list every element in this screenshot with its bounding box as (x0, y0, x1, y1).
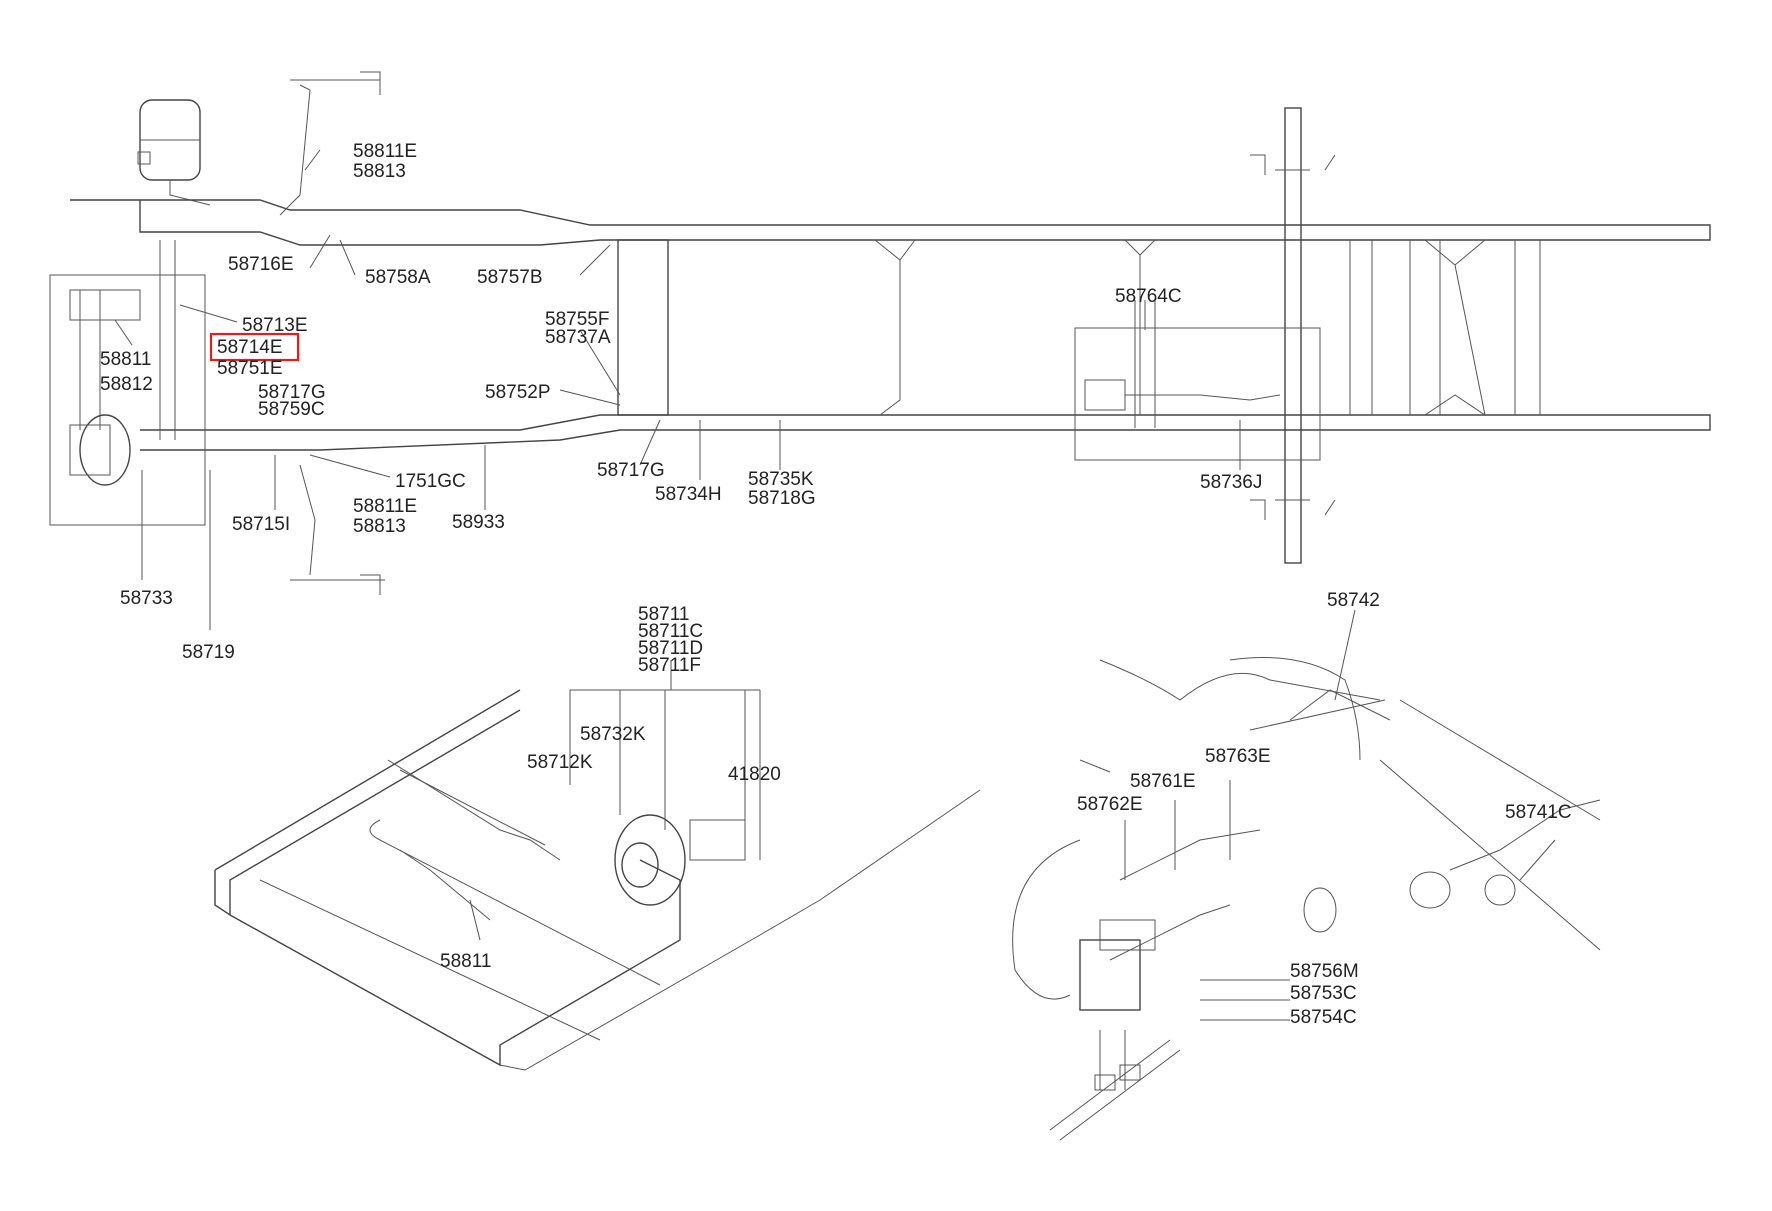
top-frame-view (49, 71, 1711, 630)
label-58736J[interactable]: 58736J (1200, 472, 1262, 493)
label-58813-top[interactable]: 58813 (353, 161, 406, 182)
label-58757B[interactable]: 58757B (477, 267, 543, 288)
label-58733[interactable]: 58733 (120, 588, 173, 609)
highlight-box (209, 332, 300, 362)
label-58711[interactable]: 58711 (638, 604, 689, 625)
label-58732K[interactable]: 58732K (580, 724, 646, 745)
label-58711C[interactable]: 58711C (638, 621, 703, 642)
label-58741C[interactable]: 58741C (1505, 802, 1572, 823)
master-cylinder-iso-view (214, 660, 981, 1071)
part-labels: 58811E 58813 58716E 58758A 58757B 58713E… (100, 141, 1572, 1028)
label-58812[interactable]: 58812 (100, 374, 153, 395)
label-58761E[interactable]: 58761E (1130, 771, 1196, 792)
label-58713E[interactable]: 58713E (242, 315, 308, 336)
label-58714E[interactable]: 58714E (217, 337, 283, 358)
label-58752P[interactable]: 58752P (485, 382, 551, 403)
abs-module-iso-view (1012, 609, 1601, 1141)
label-58717G-bottom[interactable]: 58717G (597, 460, 665, 481)
label-58751E[interactable]: 58751E (217, 358, 283, 379)
label-58754C[interactable]: 58754C (1290, 1007, 1357, 1028)
label-58755F[interactable]: 58755F (545, 309, 609, 330)
label-58711F[interactable]: 58711F (638, 655, 701, 676)
label-58811-top[interactable]: 58811 (100, 349, 151, 370)
label-58762E[interactable]: 58762E (1077, 794, 1143, 815)
label-58753C[interactable]: 58753C (1290, 983, 1357, 1004)
label-58735K[interactable]: 58735K (748, 469, 814, 490)
label-58758A[interactable]: 58758A (365, 267, 431, 288)
label-58811E-bottom[interactable]: 58811E (353, 496, 417, 517)
label-58742[interactable]: 58742 (1327, 590, 1380, 611)
label-58715I[interactable]: 58715I (232, 514, 290, 535)
label-58718G[interactable]: 58718G (748, 488, 816, 509)
label-58811-bottom[interactable]: 58811 (440, 951, 491, 972)
label-58763E[interactable]: 58763E (1205, 746, 1271, 767)
label-41820[interactable]: 41820 (728, 764, 781, 785)
label-58759C[interactable]: 58759C (258, 399, 325, 420)
label-58716E[interactable]: 58716E (228, 254, 294, 275)
label-58719[interactable]: 58719 (182, 642, 235, 663)
label-1751GC[interactable]: 1751GC (395, 471, 466, 492)
label-58737A[interactable]: 58737A (545, 327, 611, 348)
label-58811E-top[interactable]: 58811E (353, 141, 417, 162)
label-58734H[interactable]: 58734H (655, 484, 722, 505)
label-58764C[interactable]: 58764C (1115, 286, 1182, 307)
label-58711D[interactable]: 58711D (638, 638, 703, 659)
label-58717G-top[interactable]: 58717G (258, 382, 326, 403)
label-58712K[interactable]: 58712K (527, 752, 593, 773)
label-58933[interactable]: 58933 (452, 512, 505, 533)
label-58813-bottom[interactable]: 58813 (353, 516, 406, 537)
label-58756M[interactable]: 58756M (1290, 961, 1359, 982)
